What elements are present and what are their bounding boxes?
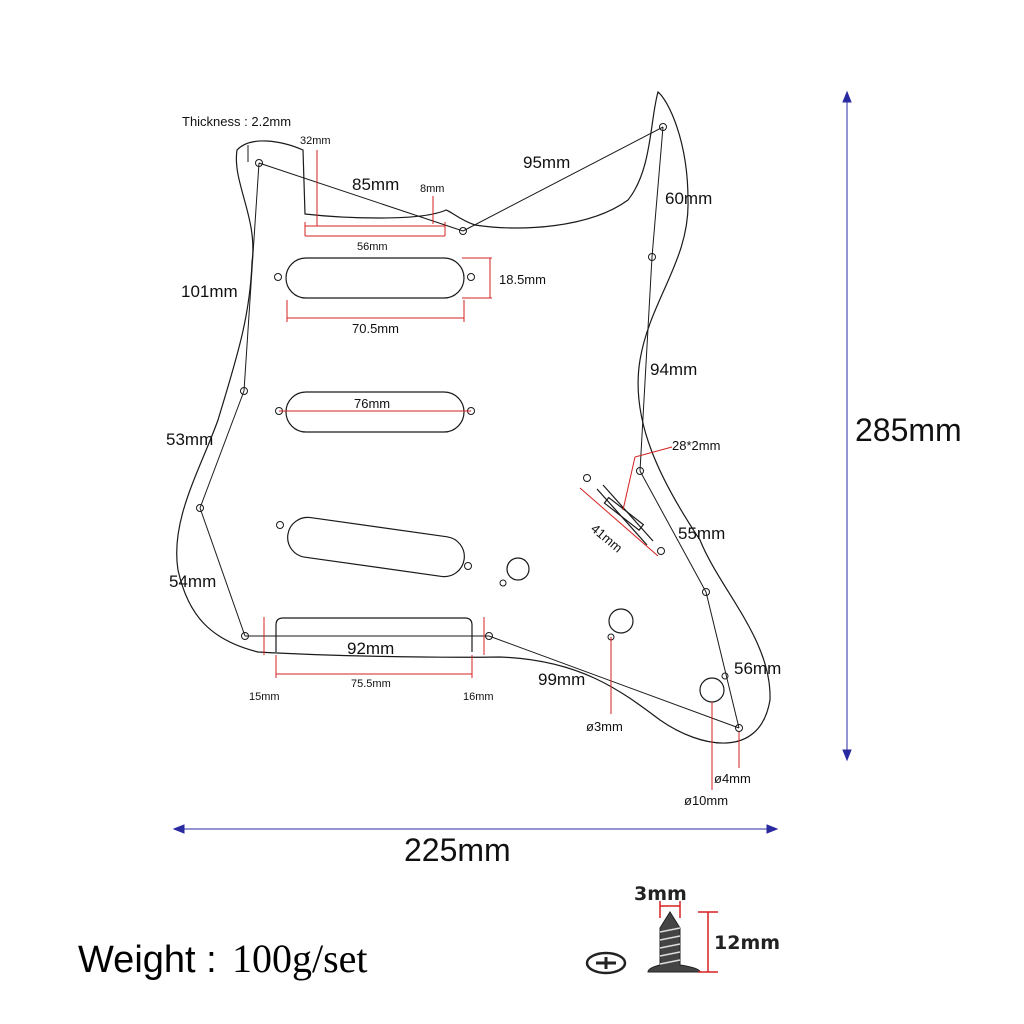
label-70-5mm: 70.5mm [352, 321, 399, 336]
label-thickness: Thickness : 2.2mm [182, 114, 291, 129]
label-18-5mm: 18.5mm [499, 272, 546, 287]
label-8mm: 8mm [420, 183, 444, 195]
label-95mm: 95mm [523, 153, 570, 172]
control-hole-2 [608, 608, 634, 634]
control-hole-1 [506, 557, 530, 581]
pickup-slot-middle [285, 391, 465, 433]
red-dimension-lines [263, 150, 740, 790]
switch-slot-edge-b [602, 484, 654, 542]
bottom-cutout [275, 617, 473, 652]
blue-dimension-lines [172, 90, 852, 834]
pickguard-outline [176, 90, 771, 744]
label-15mm: 15mm [249, 691, 280, 703]
weight-prefix: Weight : [78, 939, 217, 981]
label-height-285mm: 285mm [855, 412, 962, 448]
label-53mm: 53mm [166, 430, 213, 449]
label-32mm: 32mm [300, 135, 331, 147]
label-width-225mm: 225mm [404, 832, 511, 868]
screw-side-icon [647, 901, 718, 973]
screw-head-icon [585, 951, 627, 975]
pickup-slot-bridge [287, 516, 465, 578]
label-85mm: 85mm [352, 175, 399, 194]
label-16mm: 16mm [463, 691, 494, 703]
control-hole-3 [699, 677, 725, 703]
label-99mm: 99mm [538, 670, 585, 689]
screw-distance-lines [199, 126, 740, 729]
screw-holes [196, 123, 743, 732]
label-41mm: 41mm [588, 521, 625, 556]
label-dia-3mm: ø3mm [586, 719, 623, 734]
label-75-5mm: 75.5mm [351, 678, 391, 690]
label-94mm: 94mm [650, 360, 697, 379]
label-55mm: 55mm [678, 524, 725, 543]
pickup-slot-neck [285, 257, 465, 299]
label-dia-4mm: ø4mm [714, 771, 751, 786]
label-54mm: 54mm [169, 572, 216, 591]
label-92mm: 92mm [347, 639, 394, 658]
screw-length-label: 12mm [714, 932, 780, 954]
label-28x2mm: 28*2mm [672, 438, 720, 453]
screw-diameter-label: 3mm [634, 883, 687, 905]
label-dia-10mm: ø10mm [684, 793, 728, 808]
label-60mm: 60mm [665, 189, 712, 208]
weight-value: 100g/set [232, 936, 368, 981]
label-101mm: 101mm [181, 282, 238, 301]
label-56mm-right: 56mm [734, 659, 781, 678]
label-56mm-top: 56mm [357, 241, 388, 253]
switch-slot-edge-a [596, 488, 648, 546]
label-76mm: 76mm [354, 396, 390, 411]
